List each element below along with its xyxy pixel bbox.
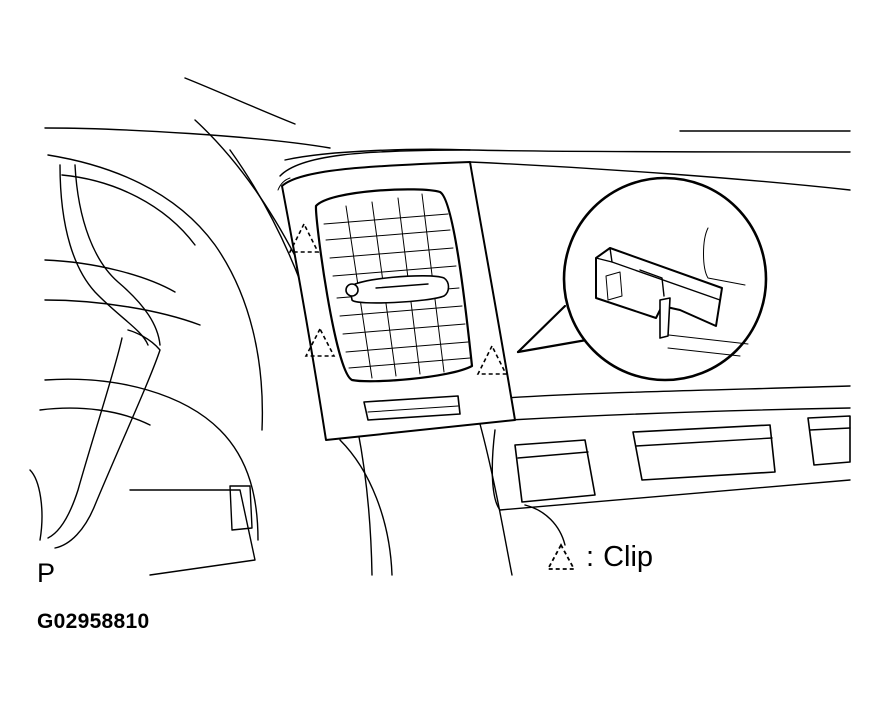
clip-legend-icon xyxy=(546,543,576,570)
figure-code: G02958810 xyxy=(37,610,150,633)
legend-label: Clip xyxy=(603,540,654,573)
view-letter: P xyxy=(37,558,56,588)
clip-marker-right xyxy=(476,344,508,375)
vent-bezel xyxy=(277,149,516,441)
clip-marker-lower-left xyxy=(304,327,336,357)
windshield-lines xyxy=(44,77,851,149)
dashboard-edge xyxy=(284,148,851,421)
clip-detail-callout xyxy=(516,176,768,382)
center-console xyxy=(339,423,851,576)
legend: : Clip xyxy=(545,540,653,574)
lower-vents xyxy=(514,415,851,503)
clip-marker-upper-left xyxy=(288,222,320,253)
clip-markers xyxy=(288,222,508,375)
legend-separator: : xyxy=(586,540,595,573)
